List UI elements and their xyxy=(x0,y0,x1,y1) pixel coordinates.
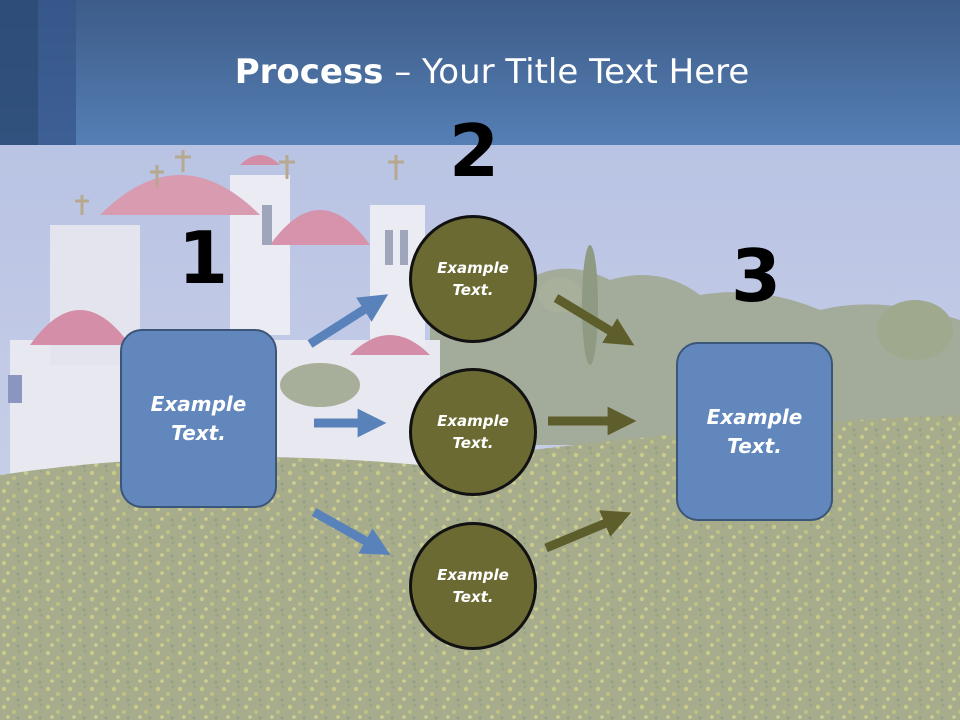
title-bar xyxy=(0,0,960,145)
arrow-1-to-circle-top xyxy=(307,294,389,348)
title-bold: Process xyxy=(234,52,384,92)
step-number-3: 3 xyxy=(731,234,782,318)
step-3-box: Example Text. xyxy=(676,342,833,521)
arrow-circle-bottom-to-3 xyxy=(544,510,632,553)
title-rest: – Your Title Text Here xyxy=(383,52,750,92)
circle-top-line2: Text. xyxy=(452,281,494,299)
circle-bottom-line2: Text. xyxy=(452,588,494,606)
step-3-text-line1: Example xyxy=(706,404,803,429)
circle-middle: Example Text. xyxy=(409,368,537,496)
step-1-text-line1: Example xyxy=(150,391,247,416)
circle-bottom: Example Text. xyxy=(409,522,537,650)
step-number-2: 2 xyxy=(449,109,500,193)
circle-top: Example Text. xyxy=(409,215,537,343)
circle-bottom-line1: Example xyxy=(437,565,509,584)
title-accent-stripe xyxy=(38,0,76,145)
circle-middle-line2: Text. xyxy=(452,434,494,452)
arrow-circle-top-to-3 xyxy=(553,294,635,346)
circle-middle-line1: Example xyxy=(437,411,509,430)
circle-top-line1: Example xyxy=(437,258,509,277)
arrow-1-to-circle-bottom xyxy=(311,508,391,556)
title-accent-stripe xyxy=(0,0,38,145)
slide-title: Process – Your Title Text Here xyxy=(0,52,960,92)
step-number-1: 1 xyxy=(178,216,229,300)
step-1-text-line2: Text. xyxy=(171,420,226,445)
step-1-box: Example Text. xyxy=(120,329,277,508)
step-3-text-line2: Text. xyxy=(727,433,782,458)
